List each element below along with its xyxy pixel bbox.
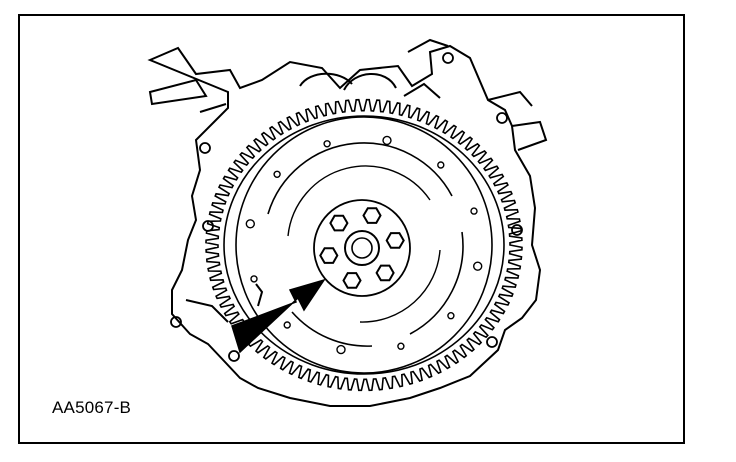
engine-block-outline (147, 38, 548, 407)
flywheel-hole (283, 321, 291, 329)
flywheel-bolt (385, 232, 405, 249)
flywheel-hole (470, 207, 478, 215)
arrow-icon (231, 278, 326, 354)
flywheel-hole (245, 219, 256, 229)
flywheel-bolt (329, 214, 349, 232)
figure-reference-code: AA5067-B (52, 398, 132, 417)
flywheel-hole (336, 344, 346, 355)
flywheel-bolt (375, 264, 395, 282)
flywheel-bolt (319, 247, 339, 264)
flywheel-bolt (342, 272, 362, 289)
ring-gear (205, 98, 523, 392)
flywheel-bolts (319, 207, 405, 289)
flywheel-bolt (362, 207, 382, 224)
flywheel-hole (323, 140, 331, 148)
flywheel-hole (447, 312, 455, 320)
flywheel-hole (397, 342, 405, 350)
flywheel-hole (250, 275, 258, 283)
flywheel-hole (473, 261, 483, 271)
ring-gear-inner-edge (223, 115, 505, 375)
ring-gear-teeth (205, 98, 523, 392)
housing-bolt-holes (170, 52, 523, 362)
flywheel-holes (245, 135, 483, 355)
flywheel-plate (235, 116, 493, 374)
flywheel-hole (437, 161, 445, 169)
crankshaft-hub (313, 199, 411, 297)
flywheel-hole (273, 170, 281, 179)
flywheel-hole (382, 135, 392, 146)
